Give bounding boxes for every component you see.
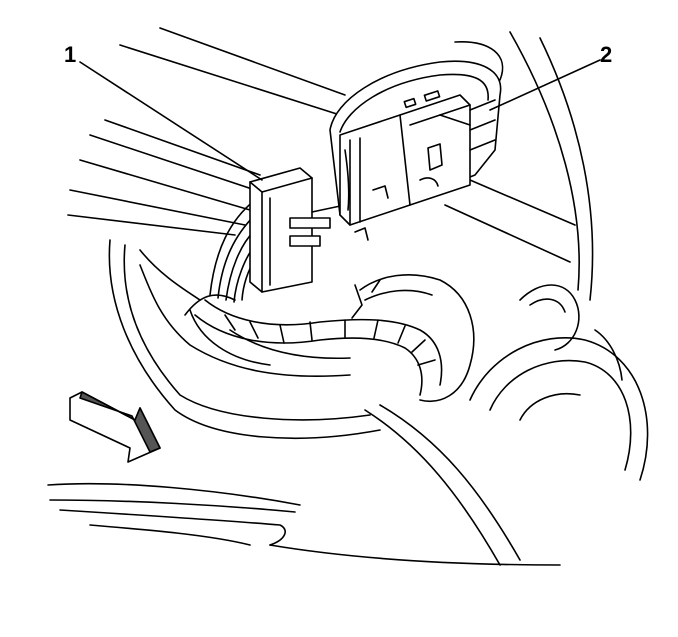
floor-lines: [48, 405, 560, 565]
switch-connector: [330, 61, 501, 240]
lower-housing: [109, 240, 647, 480]
callout-label-2: 2: [600, 42, 613, 67]
leader-lines: [80, 60, 600, 180]
harness-connector: [250, 168, 345, 292]
callout-label-1: 1: [64, 42, 77, 67]
wiring-harness: [185, 295, 442, 395]
direction-arrow: [70, 392, 160, 462]
connector-wires: [210, 200, 255, 302]
body-panel-lines: [68, 28, 593, 300]
